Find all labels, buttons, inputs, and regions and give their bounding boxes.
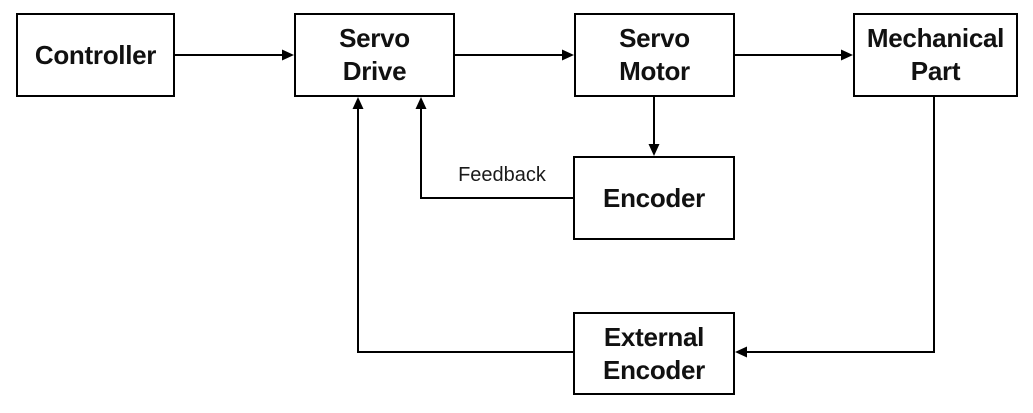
edge-servo-motor-to-encoder-arrowhead [648,144,660,156]
node-servo-drive: Servo Drive [294,13,455,97]
edge-encoder-to-servo-drive [415,97,573,199]
node-external-encoder-label-line2: Encoder [603,354,705,385]
node-servo-drive-label-line1: Servo [339,23,410,53]
edge-external-encoder-to-servo-drive-arrowhead [352,97,364,109]
node-controller-label: Controller [34,39,157,70]
node-servo-motor-label-line1: Servo [619,23,690,53]
node-mechanical-part: Mechanical Part [853,13,1018,97]
edge-external-encoder-to-servo-drive [352,97,573,353]
edge-controller-to-servo-drive-arrowhead [282,49,294,61]
edge-servo-drive-to-servo-motor [455,49,574,61]
edge-servo-motor-to-mechanical-part-arrowhead [841,49,853,61]
node-controller: Controller [16,13,175,97]
node-servo-drive-label-line2: Drive [342,56,407,86]
node-external-encoder-label-line1: External [603,321,705,352]
edge-servo-motor-to-encoder [648,97,660,156]
node-mechanical-part-label-line1: Mechanical [866,23,1005,53]
edge-mechanical-part-to-external-encoder-arrowhead [735,346,747,358]
edge-servo-drive-to-servo-motor-arrowhead [562,49,574,61]
node-mechanical-part-label-line2: Part [910,56,961,86]
edge-encoder-to-servo-drive-arrowhead [415,97,427,109]
edge-servo-motor-to-mechanical-part [735,49,853,61]
node-encoder: Encoder [573,156,735,240]
node-servo-motor: Servo Motor [574,13,735,97]
node-servo-motor-label-line2: Motor [619,56,690,86]
node-encoder-label: Encoder [603,182,705,213]
node-external-encoder: External Encoder [573,312,735,395]
edge-mechanical-part-to-external-encoder [735,97,935,358]
edge-controller-to-servo-drive [175,49,294,61]
feedback-edge-label: Feedback [458,164,546,186]
